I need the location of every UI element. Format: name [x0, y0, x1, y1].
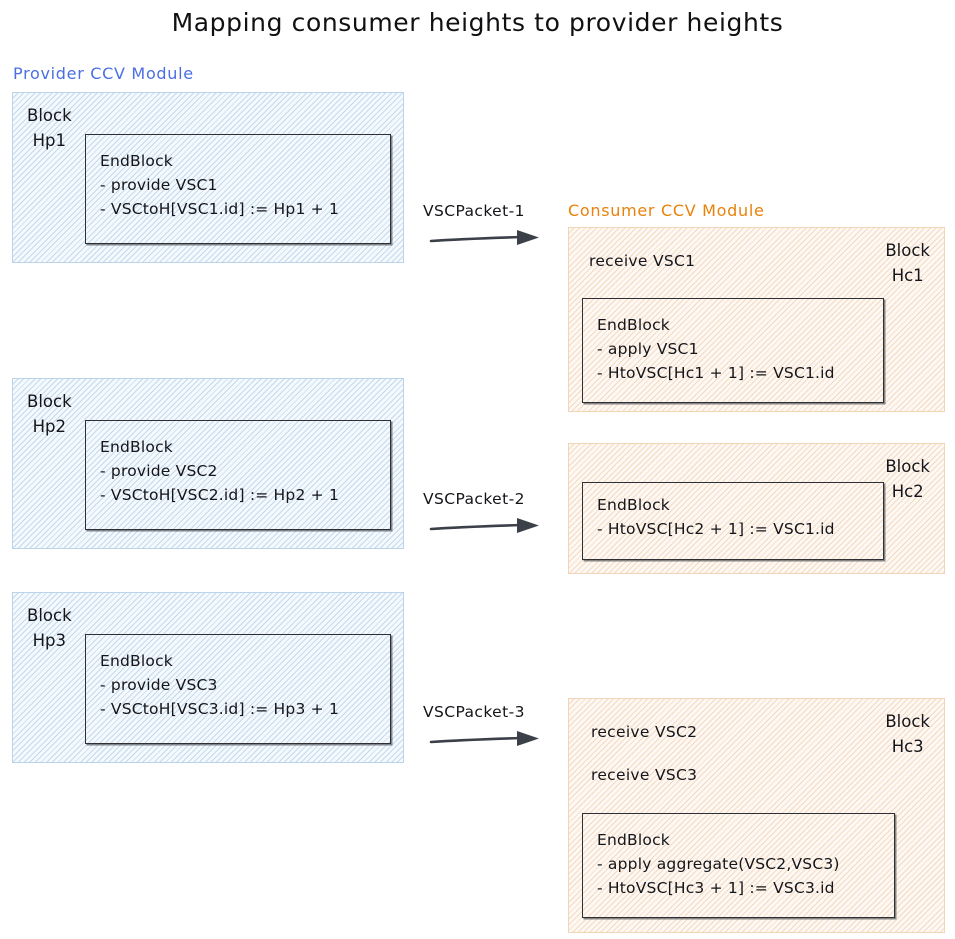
endblock-item: - HtoVSC[Hc1 + 1] := VSC1.id	[597, 364, 835, 382]
provider-block-hp3-caption: Block Hp3	[27, 603, 72, 653]
packet-label: VSCPacket-3	[423, 703, 525, 721]
provider-block-hp2-caption: Block Hp2	[27, 389, 72, 439]
provider-hp2-endblock: EndBlock - provide VSC2 - VSCtoH[VSC2.id…	[85, 420, 391, 530]
endblock-item: - apply VSC1	[597, 340, 699, 358]
endblock-item: - VSCtoH[VSC3.id] := Hp3 + 1	[100, 700, 340, 718]
block-caption-height: Hp2	[32, 417, 67, 436]
endblock-item: - provide VSC1	[100, 176, 218, 194]
consumer-hc3-receive-line: receive VSC2	[591, 723, 698, 741]
packet-label: VSCPacket-1	[423, 202, 525, 220]
right-arrow-icon	[429, 228, 547, 254]
consumer-block-hc1: Block Hc1 receive VSC1 EndBlock - apply …	[568, 227, 945, 412]
block-caption-name: Block	[885, 457, 930, 476]
provider-block-hp3: Block Hp3 EndBlock - provide VSC3 - VSCt…	[12, 592, 404, 763]
block-caption-height: Hc1	[891, 266, 924, 285]
block-caption-name: Block	[27, 106, 72, 125]
endblock-item: - apply aggregate(VSC2,VSC3)	[597, 855, 840, 873]
endblock-title: EndBlock	[597, 316, 670, 334]
consumer-block-hc2-caption: Block Hc2	[885, 454, 930, 504]
provider-module-label: Provider CCV Module	[13, 64, 194, 83]
packet-vscpacket-2: VSCPacket-2	[423, 490, 558, 545]
provider-block-hp2: Block Hp2 EndBlock - provide VSC2 - VSCt…	[12, 378, 404, 549]
endblock-item: - HtoVSC[Hc2 + 1] := VSC1.id	[597, 520, 835, 538]
consumer-block-hc3: Block Hc3 receive VSC2 receive VSC3 EndB…	[568, 698, 945, 933]
consumer-hc1-receive-line: receive VSC1	[589, 252, 696, 270]
block-caption-height: Hp3	[32, 631, 67, 650]
right-arrow-icon	[429, 516, 547, 542]
packet-label: VSCPacket-2	[423, 490, 525, 508]
block-caption-height: Hc3	[891, 737, 924, 756]
provider-hp3-endblock: EndBlock - provide VSC3 - VSCtoH[VSC3.id…	[85, 634, 391, 744]
provider-hp1-endblock: EndBlock - provide VSC1 - VSCtoH[VSC1.id…	[85, 134, 391, 244]
block-caption-name: Block	[885, 712, 930, 731]
endblock-title: EndBlock	[597, 831, 670, 849]
endblock-item: - HtoVSC[Hc3 + 1] := VSC3.id	[597, 879, 835, 897]
block-caption-name: Block	[27, 606, 72, 625]
provider-block-hp1: Block Hp1 EndBlock - provide VSC1 - VSCt…	[12, 92, 404, 263]
endblock-title: EndBlock	[100, 652, 173, 670]
consumer-block-hc3-caption: Block Hc3	[885, 709, 930, 759]
endblock-item: - VSCtoH[VSC1.id] := Hp1 + 1	[100, 200, 340, 218]
consumer-hc3-receive-line: receive VSC3	[591, 766, 698, 784]
packet-vscpacket-3: VSCPacket-3	[423, 703, 558, 758]
endblock-title: EndBlock	[100, 152, 173, 170]
block-caption-height: Hc2	[891, 482, 924, 501]
consumer-block-hc2: Block Hc2 EndBlock - HtoVSC[Hc2 + 1] := …	[568, 443, 945, 574]
endblock-item: - VSCtoH[VSC2.id] := Hp2 + 1	[100, 486, 340, 504]
consumer-hc2-endblock: EndBlock - HtoVSC[Hc2 + 1] := VSC1.id	[582, 482, 884, 560]
packet-vscpacket-1: VSCPacket-1	[423, 202, 558, 257]
block-caption-name: Block	[885, 241, 930, 260]
consumer-hc3-endblock: EndBlock - apply aggregate(VSC2,VSC3) - …	[582, 813, 895, 918]
consumer-module-label: Consumer CCV Module	[568, 201, 765, 220]
consumer-block-hc1-caption: Block Hc1	[885, 238, 930, 288]
right-arrow-icon	[429, 729, 547, 755]
provider-block-hp1-caption: Block Hp1	[27, 103, 72, 153]
endblock-item: - provide VSC2	[100, 462, 218, 480]
block-caption-height: Hp1	[32, 131, 67, 150]
consumer-hc1-endblock: EndBlock - apply VSC1 - HtoVSC[Hc1 + 1] …	[582, 298, 884, 403]
page-title: Mapping consumer heights to provider hei…	[171, 8, 784, 37]
block-caption-name: Block	[27, 392, 72, 411]
endblock-item: - provide VSC3	[100, 676, 218, 694]
endblock-title: EndBlock	[597, 496, 670, 514]
endblock-title: EndBlock	[100, 438, 173, 456]
